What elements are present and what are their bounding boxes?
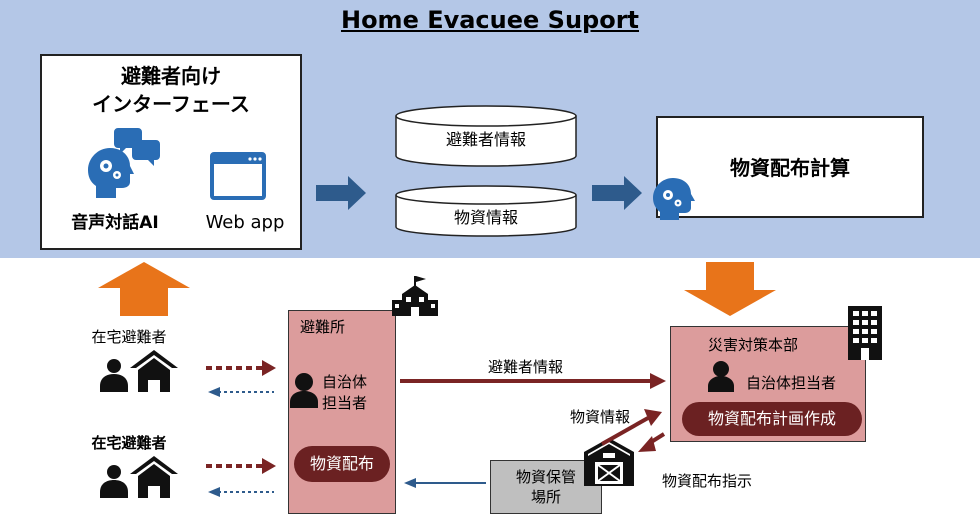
ai-head-icon bbox=[653, 178, 695, 220]
evacuee-database-label: 避難者情報 bbox=[445, 130, 526, 149]
interface-title-line1: 避難者向け bbox=[121, 64, 221, 88]
shelter-title: 避難所 bbox=[300, 318, 346, 336]
hq-staff: 自治体担当者 bbox=[746, 374, 837, 392]
staff-person-icon bbox=[708, 361, 734, 392]
up-arrow-icon bbox=[98, 262, 190, 316]
dotted-arrows-1 bbox=[206, 360, 276, 397]
home-evacuee-label-2: 在宅避難者 bbox=[91, 434, 167, 452]
supply-database-icon bbox=[395, 185, 577, 237]
web-app-label: Web app bbox=[205, 212, 285, 233]
barn-icon bbox=[584, 438, 634, 486]
warehouse-box: 物資保管 場所 bbox=[490, 460, 602, 514]
warehouse-to-shelter-arrow bbox=[404, 478, 486, 488]
browser-window-icon bbox=[210, 152, 266, 200]
instruction-arrow-label: 物資配布指示 bbox=[662, 472, 753, 490]
calc-box: 物資配布計算 bbox=[656, 116, 924, 218]
voice-ai-icon bbox=[88, 128, 160, 198]
warehouse-line2: 場所 bbox=[530, 488, 561, 506]
dotted-arrows-2 bbox=[206, 458, 276, 497]
voice-ai-label: 音声対話AI bbox=[71, 213, 159, 233]
school-building-icon bbox=[392, 276, 438, 316]
shelter-distribution-pill: 物資配布 bbox=[294, 446, 390, 482]
supply-info-arrow-label: 物資情報 bbox=[570, 408, 631, 426]
interface-title: 避難者向け インターフェース bbox=[40, 62, 302, 118]
staff-person-icon bbox=[290, 373, 318, 408]
warehouse-hq-arrows bbox=[601, 409, 666, 452]
person-home-icon bbox=[100, 350, 178, 392]
down-arrow-icon bbox=[684, 262, 776, 316]
home-evacuee-label-1: 在宅避難者 bbox=[91, 328, 167, 346]
supply-database-label: 物資情報 bbox=[453, 208, 518, 227]
evacuee-database-icon bbox=[395, 105, 577, 167]
evacuee-info-arrow bbox=[400, 373, 666, 389]
shelter-staff-line1: 自治体 bbox=[322, 373, 368, 391]
evacuee-info-arrow-label: 避難者情報 bbox=[488, 358, 564, 376]
hq-title: 災害対策本部 bbox=[708, 336, 799, 354]
warehouse-line1: 物資保管 bbox=[515, 468, 576, 486]
arrow-to-calc-icon bbox=[592, 176, 642, 210]
arrow-to-database-icon bbox=[316, 176, 366, 210]
office-building-icon bbox=[848, 306, 882, 360]
hq-plan-pill: 物資配布計画作成 bbox=[682, 402, 862, 436]
interface-title-line2: インターフェース bbox=[92, 92, 250, 116]
page-title: Home Evacuee Suport bbox=[340, 6, 640, 34]
person-home-icon bbox=[100, 456, 178, 498]
shelter-staff: 自治体 担当者 bbox=[322, 372, 367, 414]
shelter-staff-line2: 担当者 bbox=[322, 394, 368, 412]
calc-label: 物資配布計算 bbox=[730, 156, 850, 180]
